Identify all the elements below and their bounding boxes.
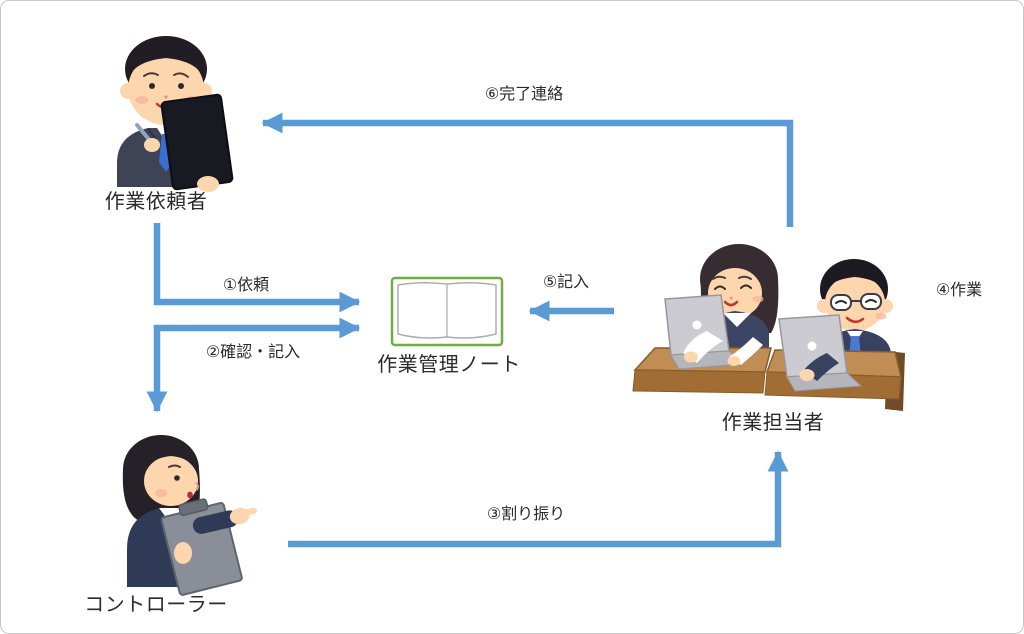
requester-illustration bbox=[117, 36, 234, 192]
pointing-arm bbox=[192, 507, 257, 534]
step6-completion-label: ⑥完了連絡 bbox=[484, 86, 564, 103]
workers-label: 作業担当者 bbox=[721, 412, 825, 434]
step3-assign-label: ③割り振り bbox=[486, 506, 566, 523]
flow-arrows bbox=[146, 112, 794, 548]
glasses-icon bbox=[830, 293, 882, 311]
step5-write-label: ⑤記入 bbox=[542, 274, 590, 291]
controller-label: コントローラー bbox=[84, 594, 228, 616]
notebook-icon bbox=[390, 276, 504, 347]
workers-illustration bbox=[632, 244, 905, 411]
step2-confirm-label: ②確認・記入 bbox=[205, 344, 301, 361]
controller-illustration bbox=[122, 435, 257, 596]
arrow-step3-assign-icon bbox=[288, 450, 789, 548]
step4-work-label: ④作業 bbox=[935, 282, 983, 299]
clipboard-icon bbox=[160, 93, 234, 191]
notebook-label: 作業管理ノート bbox=[377, 354, 521, 376]
step1-request-label: ①依頼 bbox=[222, 277, 270, 294]
requester-label: 作業依頼者 bbox=[104, 191, 208, 213]
arrow-step1-request-icon bbox=[153, 223, 361, 313]
arrow-step6-completion-icon bbox=[261, 112, 794, 227]
arrow-step2-confirm-write-icon bbox=[146, 317, 361, 413]
controller-face bbox=[144, 456, 198, 506]
